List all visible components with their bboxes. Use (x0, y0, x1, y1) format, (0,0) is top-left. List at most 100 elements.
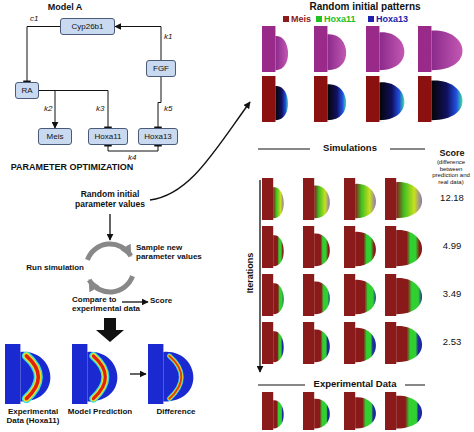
limb-flank (5, 344, 20, 404)
limb-flank (303, 178, 314, 220)
regulation-edge (39, 91, 55, 129)
rate-constant: k1 (164, 32, 172, 41)
simulation-pattern (385, 178, 422, 220)
random-pattern (314, 26, 346, 72)
limb-flank (366, 76, 379, 122)
limb-flank (262, 322, 273, 364)
limb-flank (344, 178, 355, 220)
heatmap (72, 344, 117, 404)
limb-bud (273, 187, 284, 218)
big-arrow (96, 318, 124, 342)
axis-label: Iterations (245, 243, 255, 303)
limb-flank (148, 344, 163, 404)
legend-text: Hoxa11 (324, 14, 356, 24)
step-label: Sample new parameter values (136, 244, 214, 262)
simulation-pattern (344, 274, 376, 316)
flow-arrow (122, 301, 148, 302)
gene-box: Cyp26b1 (60, 18, 115, 35)
regulation-edge (39, 91, 108, 129)
expression-band (93, 356, 105, 399)
limb-flank (344, 274, 355, 316)
column-heading: Score (430, 148, 474, 158)
heading-rule (258, 385, 305, 386)
limb-flank (344, 392, 355, 430)
simulation-pattern (385, 274, 422, 316)
random-pattern (366, 26, 404, 72)
limb-bud (379, 82, 404, 120)
limb-bud (163, 352, 193, 402)
limb-bud (396, 278, 422, 314)
heading-rule (405, 385, 425, 386)
limb-flank (385, 226, 396, 268)
legend-item: Hoxa11 (316, 14, 356, 24)
image-caption: Experimental Data (Hoxa11) (0, 408, 66, 426)
simulation-pattern (385, 322, 422, 364)
simulation-pattern (262, 226, 284, 268)
limb-flank (385, 392, 396, 430)
heading-rule (390, 149, 425, 150)
heading-rule (258, 149, 310, 150)
score-value: 4.99 (430, 241, 474, 252)
limb-flank (262, 26, 275, 72)
score-value: 3.49 (430, 289, 474, 300)
step-label: Run simulation (10, 264, 84, 273)
limb-bud (314, 399, 330, 429)
legend-swatch (283, 16, 289, 22)
regulation-edge (108, 145, 158, 151)
random-pattern (366, 76, 404, 122)
panel-title: Random initial patterns (270, 1, 460, 12)
expression-band (93, 356, 105, 399)
expression-band (26, 356, 38, 399)
flow-arrow (150, 102, 250, 200)
legend-swatch (368, 16, 374, 22)
limb-flank (303, 322, 314, 364)
legend-text: Meis (291, 14, 311, 24)
experimental-pattern (344, 392, 376, 430)
score-value: 2.53 (430, 337, 474, 348)
limb-bud (273, 235, 284, 266)
limb-flank (262, 274, 273, 316)
limb-bud (314, 281, 330, 314)
section-heading: Experimental Data (305, 379, 405, 390)
gene-name: Hoxa13 (144, 132, 172, 141)
limb-bud (327, 34, 346, 70)
limb-bud (396, 326, 422, 362)
experimental-pattern (385, 392, 422, 430)
regulation-edge (27, 27, 60, 83)
limb-bud (379, 32, 404, 70)
rate-constant: c1 (30, 14, 38, 23)
limb-bud (431, 81, 462, 121)
gene-box: Hoxa11 (88, 128, 128, 145)
simulation-pattern (262, 178, 284, 220)
limb-flank (303, 392, 314, 430)
step-label: Compare to experimental data (72, 296, 152, 314)
simulation-pattern (303, 322, 330, 364)
heatmap (5, 344, 50, 404)
gene-name: Meis (47, 132, 64, 141)
rate-constant: k2 (44, 104, 52, 113)
image-caption: Difference (144, 408, 208, 417)
limb-bud (396, 182, 422, 218)
limb-bud (273, 331, 284, 362)
limb-flank (262, 76, 275, 122)
limb-flank (385, 274, 396, 316)
step-label: Score (150, 297, 180, 306)
limb-flank (303, 226, 314, 268)
simulation-pattern (303, 226, 330, 268)
limb-bud (327, 84, 346, 120)
limb-bud (431, 31, 462, 71)
simulation-pattern (262, 274, 284, 316)
cycle-arrow (89, 276, 132, 292)
illustrations (5, 26, 462, 430)
column-note: (difference between prediction and real … (428, 159, 474, 186)
legend-item: Hoxa13 (368, 14, 408, 24)
simulation-pattern (303, 178, 330, 220)
gene-box: RA (15, 82, 39, 99)
limb-bud (273, 283, 284, 314)
rate-constant: k4 (128, 153, 136, 162)
limb-bud (396, 396, 422, 429)
regulation-edge (115, 27, 161, 61)
limb-bud (314, 233, 330, 266)
expression-band (169, 356, 181, 399)
limb-bud (355, 184, 376, 219)
